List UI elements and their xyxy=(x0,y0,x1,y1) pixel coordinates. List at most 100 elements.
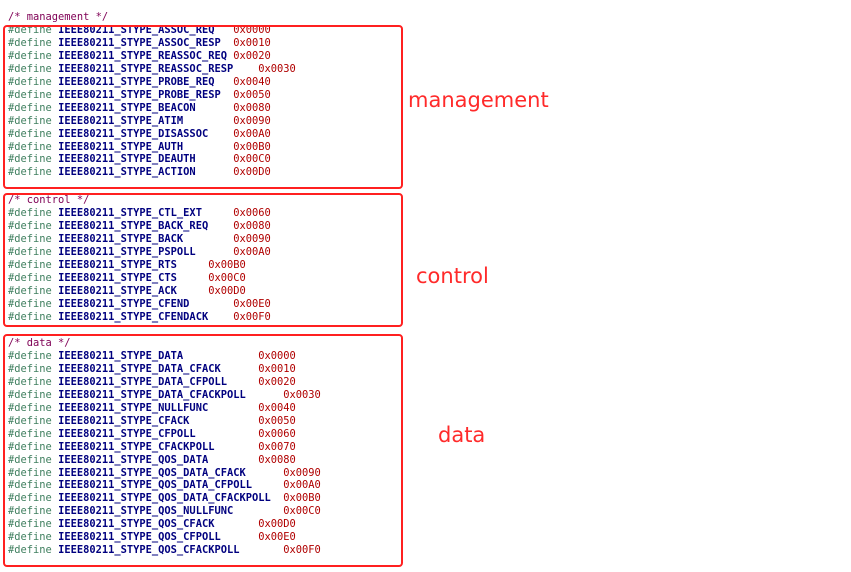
macro-value: 0x0060 xyxy=(258,427,296,440)
define-keyword: #define xyxy=(8,49,52,62)
macro-value: 0x00C0 xyxy=(233,153,271,166)
control-label: control xyxy=(416,264,489,288)
control-code-block: /* control */ #define IEEE80211_STYPE_CT… xyxy=(8,194,271,324)
macro-value: 0x00A0 xyxy=(233,245,271,258)
macro-name: IEEE80211_STYPE_DATA_CFPOLL xyxy=(58,375,227,388)
define-keyword: #define xyxy=(8,440,52,453)
macro-name: IEEE80211_STYPE_ACK xyxy=(58,284,177,297)
control-highlight-box xyxy=(3,193,403,327)
macro-value: 0x0090 xyxy=(283,466,321,479)
macro-value: 0x0050 xyxy=(233,88,271,101)
macro-value: 0x00F0 xyxy=(283,544,321,557)
macro-value: 0x00A0 xyxy=(283,479,321,492)
code-line: #define IEEE80211_STYPE_DATA 0x0000 xyxy=(8,350,296,362)
code-line: #define IEEE80211_STYPE_CFACK 0x0050 xyxy=(8,415,296,427)
define-keyword: #define xyxy=(8,75,52,88)
code-line: #define IEEE80211_STYPE_QOS_CFPOLL 0x00E… xyxy=(8,531,296,543)
define-keyword: #define xyxy=(8,62,52,75)
code-line: #define IEEE80211_STYPE_QOS_DATA_CFACK 0… xyxy=(8,467,321,479)
macro-name: IEEE80211_STYPE_PROBE_RESP xyxy=(58,88,221,101)
define-keyword: #define xyxy=(8,310,52,323)
define-keyword: #define xyxy=(8,271,52,284)
code-line: #define IEEE80211_STYPE_QOS_DATA 0x0080 xyxy=(8,454,296,466)
code-line: #define IEEE80211_STYPE_CFEND 0x00E0 xyxy=(8,298,271,310)
code-line: #define IEEE80211_STYPE_DISASSOC 0x00A0 xyxy=(8,128,271,140)
macro-name: IEEE80211_STYPE_CFEND xyxy=(58,297,190,310)
macro-value: 0x0030 xyxy=(258,62,296,75)
macro-name: IEEE80211_STYPE_QOS_DATA_CFPOLL xyxy=(58,479,252,492)
define-keyword: #define xyxy=(8,232,52,245)
macro-value: 0x0040 xyxy=(233,75,271,88)
define-keyword: #define xyxy=(8,140,52,153)
macro-name: IEEE80211_STYPE_NULLFUNC xyxy=(58,401,209,414)
macro-value: 0x00F0 xyxy=(233,310,271,323)
macro-name: IEEE80211_STYPE_BACK_REQ xyxy=(58,219,209,232)
code-line: #define IEEE80211_STYPE_PSPOLL 0x00A0 xyxy=(8,246,271,258)
code-line: #define IEEE80211_STYPE_QOS_CFACK 0x00D0 xyxy=(8,518,296,530)
define-keyword: #define xyxy=(8,206,52,219)
macro-name: IEEE80211_STYPE_PROBE_REQ xyxy=(58,75,215,88)
code-line: #define IEEE80211_STYPE_ACK 0x00D0 xyxy=(8,285,246,297)
macro-value: 0x00E0 xyxy=(258,531,296,544)
macro-name: IEEE80211_STYPE_AUTH xyxy=(58,140,184,153)
define-keyword: #define xyxy=(8,219,52,232)
define-keyword: #define xyxy=(8,427,52,440)
macro-value: 0x0020 xyxy=(233,49,271,62)
code-line: #define IEEE80211_STYPE_ASSOC_RESP 0x001… xyxy=(8,37,271,49)
macro-value: 0x00C0 xyxy=(208,271,246,284)
define-keyword: #define xyxy=(8,36,52,49)
define-keyword: #define xyxy=(8,114,52,127)
define-keyword: #define xyxy=(8,245,52,258)
define-keyword: #define xyxy=(8,127,52,140)
macro-name: IEEE80211_STYPE_CFACK xyxy=(58,414,190,427)
data-code-block: /* data */ #define IEEE80211_STYPE_DATA … xyxy=(8,337,321,557)
macro-value: 0x0010 xyxy=(258,362,296,375)
macro-name: IEEE80211_STYPE_DISASSOC xyxy=(58,127,209,140)
code-line: #define IEEE80211_STYPE_DATA_CFACK 0x001… xyxy=(8,363,296,375)
define-keyword: #define xyxy=(8,153,52,166)
macro-value: 0x0020 xyxy=(258,375,296,388)
code-line: #define IEEE80211_STYPE_DATA_CFACKPOLL 0… xyxy=(8,389,321,401)
code-line: #define IEEE80211_STYPE_AUTH 0x00B0 xyxy=(8,141,271,153)
define-keyword: #define xyxy=(8,101,52,114)
code-comment: /* control */ xyxy=(8,194,90,206)
define-keyword: #define xyxy=(8,479,52,492)
define-keyword: #define xyxy=(8,88,52,101)
management-highlight-box xyxy=(3,25,403,189)
macro-value: 0x00B0 xyxy=(233,140,271,153)
code-line: #define IEEE80211_STYPE_BACK_REQ 0x0080 xyxy=(8,220,271,232)
macro-name: IEEE80211_STYPE_DEAUTH xyxy=(58,153,196,166)
code-line: #define IEEE80211_STYPE_CTL_EXT 0x0060 xyxy=(8,207,271,219)
code-line: #define IEEE80211_STYPE_QOS_NULLFUNC 0x0… xyxy=(8,505,321,517)
define-keyword: #define xyxy=(8,166,52,179)
code-line: #define IEEE80211_STYPE_REASSOC_REQ 0x00… xyxy=(8,50,271,62)
macro-value: 0x00B0 xyxy=(283,492,321,505)
code-line: #define IEEE80211_STYPE_QOS_DATA_CFPOLL … xyxy=(8,479,321,491)
define-keyword: #define xyxy=(8,414,52,427)
macro-name: IEEE80211_STYPE_RTS xyxy=(58,258,177,271)
data-highlight-box xyxy=(3,334,403,567)
macro-value: 0x0060 xyxy=(233,206,271,219)
macro-name: IEEE80211_STYPE_REASSOC_REQ xyxy=(58,49,227,62)
macro-value: 0x0080 xyxy=(233,219,271,232)
code-line: #define IEEE80211_STYPE_REASSOC_RESP 0x0… xyxy=(8,63,296,75)
macro-name: IEEE80211_STYPE_DATA_CFACKPOLL xyxy=(58,388,246,401)
macro-name: IEEE80211_STYPE_CFENDACK xyxy=(58,310,209,323)
code-line: #define IEEE80211_STYPE_BEACON 0x0080 xyxy=(8,102,271,114)
macro-name: IEEE80211_STYPE_ATIM xyxy=(58,114,184,127)
code-line: #define IEEE80211_STYPE_RTS 0x00B0 xyxy=(8,259,246,271)
macro-value: 0x0040 xyxy=(258,401,296,414)
define-keyword: #define xyxy=(8,531,52,544)
define-keyword: #define xyxy=(8,518,52,531)
code-line: #define IEEE80211_STYPE_CFACKPOLL 0x0070 xyxy=(8,441,296,453)
management-label: management xyxy=(408,88,549,112)
define-keyword: #define xyxy=(8,466,52,479)
macro-name: IEEE80211_STYPE_QOS_CFACKPOLL xyxy=(58,544,240,557)
code-line: #define IEEE80211_STYPE_BACK 0x0090 xyxy=(8,233,271,245)
macro-name: IEEE80211_STYPE_QOS_CFACK xyxy=(58,518,215,531)
macro-value: 0x0000 xyxy=(258,349,296,362)
code-line: #define IEEE80211_STYPE_DEAUTH 0x00C0 xyxy=(8,153,271,165)
macro-value: 0x0080 xyxy=(258,453,296,466)
macro-name: IEEE80211_STYPE_PSPOLL xyxy=(58,245,196,258)
code-line: #define IEEE80211_STYPE_CFPOLL 0x0060 xyxy=(8,428,296,440)
